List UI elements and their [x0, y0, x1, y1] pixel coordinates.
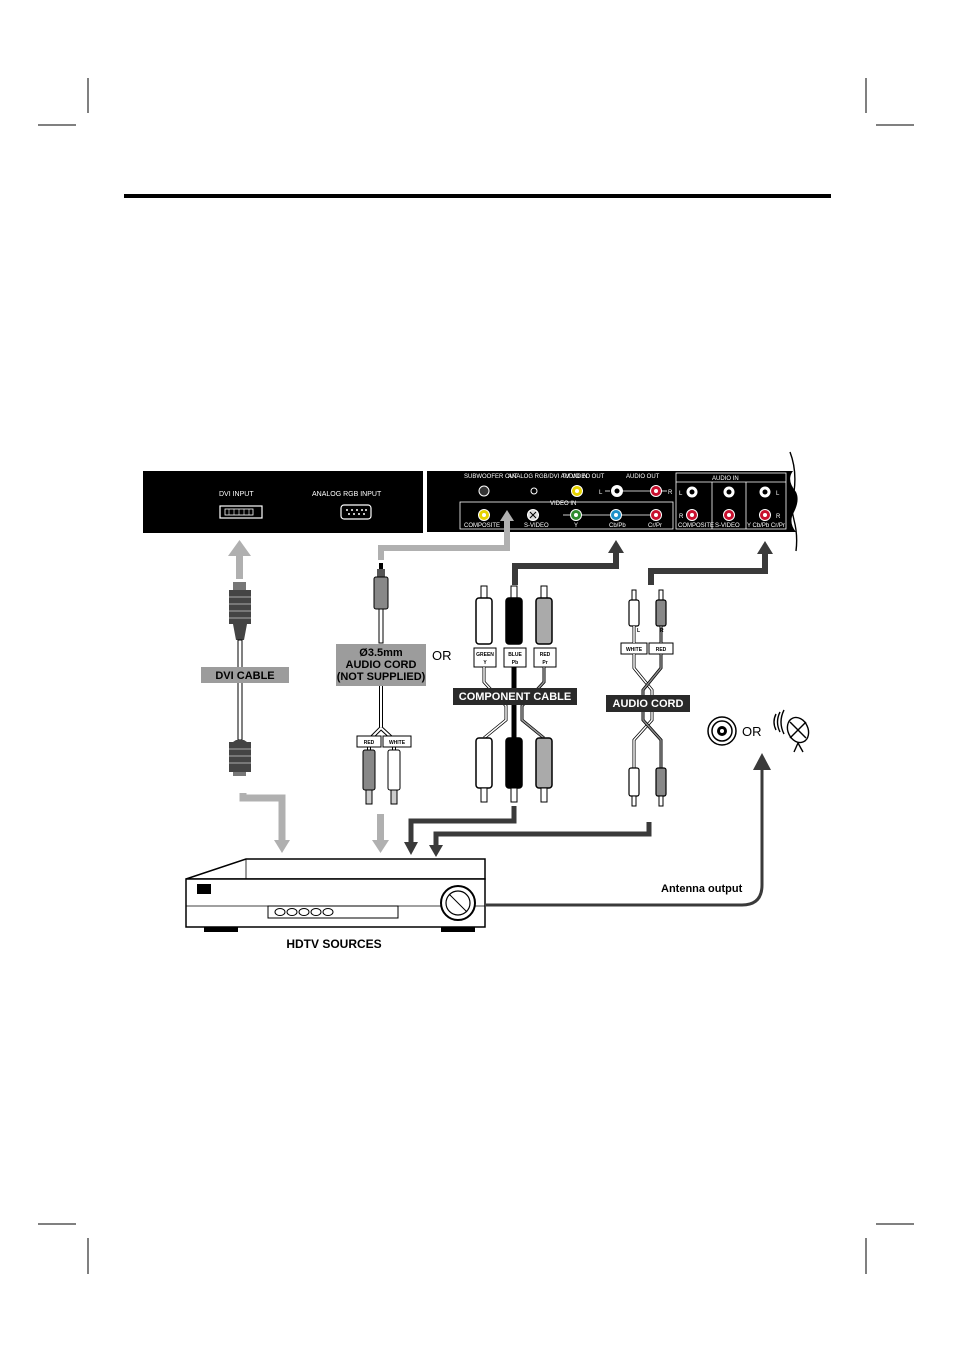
antenna-jack-icon — [707, 716, 737, 746]
composite-label: COMPOSITE — [464, 523, 500, 529]
arrow-dvi-up — [228, 540, 251, 579]
subwoofer-out-label: SUBWOOFER OUT — [464, 474, 518, 480]
subwoofer-jack — [478, 485, 490, 497]
audio-in-r-right: R — [776, 514, 781, 520]
component-blue-tag: BLUE — [508, 652, 522, 658]
arrow-component-down — [404, 806, 517, 855]
arrow-audio-mini-up — [378, 510, 514, 560]
vga-port-icon — [340, 504, 372, 520]
y-label: Y — [574, 523, 578, 529]
analog-rgb-input-label: ANALOG RGB INPUT — [312, 491, 382, 498]
audio-in-jacks — [686, 486, 771, 521]
upper-jacks — [478, 485, 667, 497]
audio-cord-white-tag: WHITE — [626, 647, 643, 653]
audio-in-r-left: R — [679, 514, 684, 520]
component-red-tag: RED — [540, 652, 551, 658]
component-y-tag: Y — [483, 660, 487, 666]
hdtv-source-device-icon — [185, 858, 486, 932]
audio-cord-label-bg — [606, 695, 690, 712]
tv-panel-left — [143, 471, 423, 533]
tv-panel-right — [427, 471, 798, 532]
audio-in-mini-jack — [530, 487, 538, 495]
audio-cord-35-line3: (NOT SUPPLIED) — [337, 671, 426, 683]
mini-white-tag-text: WHITE — [389, 740, 406, 746]
component-pr-tag: Pr — [542, 660, 547, 666]
dvi-cable-label: DVI CABLE — [215, 670, 274, 682]
audio-in-box — [675, 472, 787, 530]
audio-cord-35-label-bg — [336, 644, 426, 686]
tv-video-out-label: TV VIDEO OUT — [562, 474, 605, 480]
cb-pb-label: Cb/Pb — [609, 523, 626, 529]
audio-in-l-left: L — [679, 491, 683, 497]
or-label-2: OR — [742, 724, 762, 739]
arrow-component-up — [512, 540, 624, 585]
audio-cord-icon — [620, 589, 674, 807]
mini-red-tag-text: RED — [364, 740, 375, 746]
arrow-audio-cord-down — [429, 822, 652, 857]
antenna-output-label: Antenna output — [661, 883, 743, 895]
mini-white-tag — [382, 735, 412, 748]
mini-red-tag — [356, 735, 382, 748]
video-in-jacks — [478, 509, 662, 521]
component-pb-tag: Pb — [512, 660, 518, 666]
audio-out-label: AUDIO OUT — [626, 474, 660, 480]
hdtv-sources-label: HDTV SOURCES — [286, 937, 381, 951]
audio-in-composite-label: COMPOSITE — [678, 523, 714, 529]
video-in-box — [459, 501, 674, 530]
arrow-antenna — [486, 753, 771, 907]
dvi-cable-label-bg — [201, 667, 289, 683]
audio-cord-35-line1: Ø3.5mm — [359, 647, 403, 659]
component-green-tag: GREEN — [476, 652, 494, 658]
audio-cord-35-line2: AUDIO CORD — [346, 659, 417, 671]
video-in-label: VIDEO IN — [550, 501, 576, 507]
dvi-cable-icon — [229, 582, 251, 776]
s-video-label: S-VIDEO — [524, 523, 549, 529]
audio-in-label: AUDIO IN — [712, 476, 739, 482]
audio-in-s-video-label: S-VIDEO — [715, 523, 740, 529]
audio-in-y-component-label: Y Cb/Pb Cr/Pr — [747, 523, 785, 529]
audio-cord-r-letter: R — [660, 628, 664, 634]
audio-cord-l-letter: L — [637, 628, 640, 634]
audio-out-r-letter: R — [668, 490, 673, 496]
audio-cord-red-tag: RED — [656, 647, 667, 653]
tv-edge — [789, 451, 798, 552]
dvi-port-icon — [219, 505, 263, 519]
satellite-dish-icon — [773, 709, 810, 753]
header-rule — [124, 194, 831, 198]
analog-rgb-dvi-audio-in-label: ANALOG RGB/DVI AUDIO IN — [508, 474, 587, 480]
or-label-1: OR — [432, 648, 452, 663]
component-cable-label-bg — [453, 688, 577, 705]
arrow-audio-cord-up — [648, 541, 773, 585]
audio-cord-label: AUDIO CORD — [613, 698, 684, 710]
audio-out-l-letter: L — [599, 490, 603, 496]
cr-pr-label: Cr/Pr — [648, 523, 662, 529]
arrow-dvi-down — [239, 793, 290, 853]
component-cable-icon — [473, 585, 557, 803]
arrow-mini-down — [372, 814, 389, 853]
crop-marks — [38, 78, 914, 1274]
dvi-input-label: DVI INPUT — [219, 491, 254, 498]
audio-in-l-right: L — [776, 491, 780, 497]
component-cable-label: COMPONENT CABLE — [459, 691, 571, 703]
